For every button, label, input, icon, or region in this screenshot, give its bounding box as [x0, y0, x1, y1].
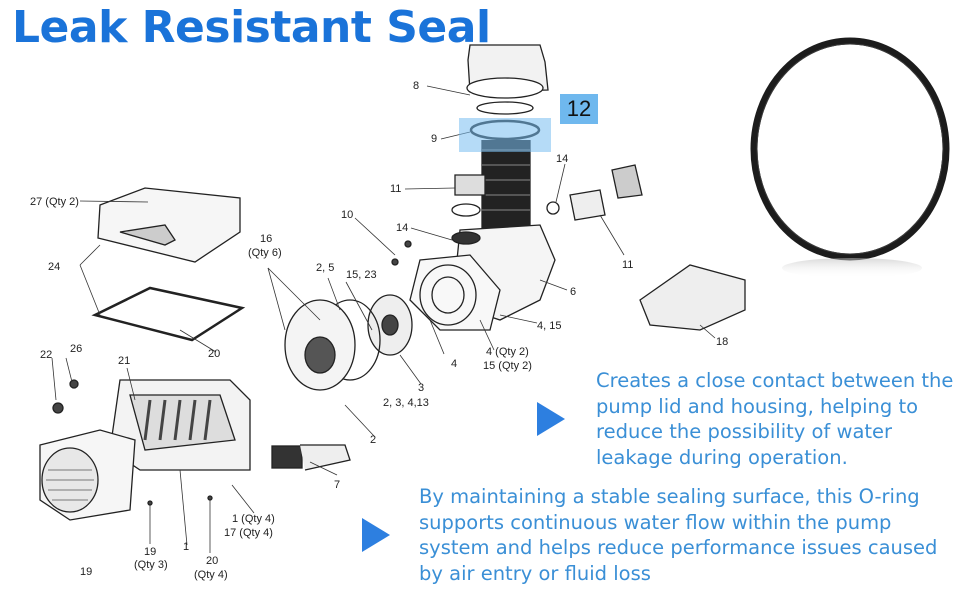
label-19-qty: (Qty 3) [134, 559, 168, 571]
label-20a: 20 [208, 348, 220, 360]
label-15-23: 15, 23 [346, 269, 377, 281]
label-17-qty: 17 (Qty 4) [224, 527, 273, 539]
callout-number: 12 [566, 96, 592, 121]
label-20-qty: (Qty 4) [194, 569, 228, 581]
label-19b: 19 [80, 566, 92, 578]
label-8: 8 [413, 80, 419, 92]
label-2-3-4-13: 2, 3, 4,13 [383, 397, 429, 409]
label-4-15: 4, 15 [537, 320, 561, 332]
label-9: 9 [431, 133, 437, 145]
bullet-arrow-icon [537, 402, 565, 436]
feature-text-1: Creates a close contact between the pump… [596, 369, 954, 469]
page-title: Leak Resistant Seal [12, 2, 491, 53]
label-27: 27 (Qty 2) [30, 196, 79, 208]
o-ring-product-image [750, 37, 950, 278]
label-3: 3 [418, 382, 424, 394]
label-16-qty: (Qty 6) [248, 247, 282, 259]
label-14b: 14 [396, 222, 408, 234]
label-18: 18 [716, 336, 728, 348]
label-7: 7 [334, 479, 340, 491]
label-11a: 11 [390, 183, 401, 195]
label-11b: 11 [622, 259, 633, 271]
label-1-qty: 1 (Qty 4) [232, 513, 275, 525]
label-26: 26 [70, 343, 82, 355]
callout-box [560, 94, 598, 124]
label-10: 10 [341, 209, 353, 221]
label-14a: 14 [556, 153, 568, 165]
label-22: 22 [40, 349, 52, 361]
label-24: 24 [48, 261, 60, 273]
label-20b: 20 [206, 555, 218, 567]
o-ring-highlight [459, 118, 551, 152]
feature-text-2: By maintaining a stable sealing surface,… [419, 485, 938, 585]
label-15-qty: 15 (Qty 2) [483, 360, 532, 372]
label-2: 2 [370, 434, 376, 446]
label-21: 21 [118, 355, 130, 367]
label-6: 6 [570, 286, 576, 298]
bullet-arrow-icon [362, 518, 390, 552]
label-16: 16 [260, 233, 272, 245]
label-19a: 19 [144, 546, 156, 558]
label-4: 4 [451, 358, 457, 370]
label-4-qty: 4 (Qty 2) [486, 346, 529, 358]
label-2-5: 2, 5 [316, 262, 334, 274]
label-1: 1 [183, 541, 189, 553]
